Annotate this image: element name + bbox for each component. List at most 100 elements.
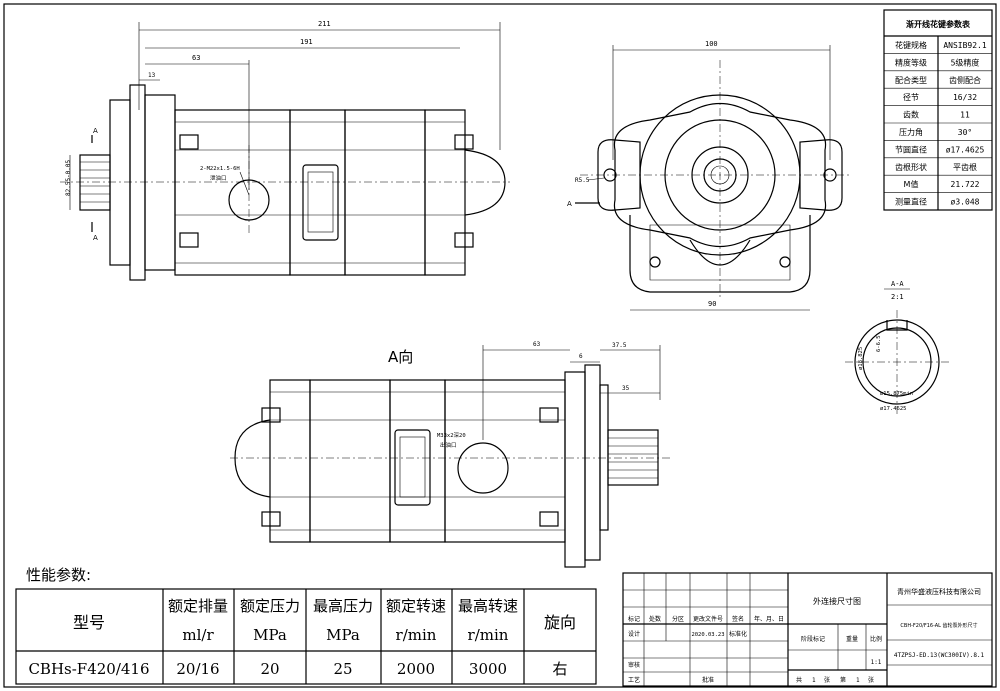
tb-total: 共: [796, 676, 802, 684]
tb-designer: 设计: [628, 630, 640, 638]
tb-approve: 批准: [702, 676, 714, 684]
spline-param-value: 平齿根: [953, 162, 977, 172]
tb-scale-val: 1:1: [871, 659, 882, 666]
tb-process: 工艺: [628, 676, 640, 684]
sheet-border: [3, 3, 997, 688]
tb-scale: 比例: [870, 635, 882, 643]
dim-b37: 37.5: [612, 342, 627, 349]
end-view: 100 R5.5 A 90: [567, 40, 850, 311]
port-bottom-sub: 出油口: [440, 441, 457, 449]
spline-param-value: 5级精度: [951, 57, 980, 67]
dim-b63: 63: [533, 341, 541, 348]
spline-param-key: 花键规格: [895, 40, 927, 50]
tb-drawing-name: 外连接尺寸图: [813, 596, 861, 606]
section-d2: ø17.4625: [880, 406, 907, 412]
spline-param-key: M值: [904, 179, 919, 189]
section-side1: ø18.825: [858, 347, 864, 370]
tb-company: 青州华盛液压科技有限公司: [897, 587, 981, 596]
perf-h-p2: 最高压力: [313, 597, 373, 615]
perf-s1: 2000: [397, 660, 435, 678]
section-title: A-A: [891, 280, 904, 288]
tb-h6: 年、月、日: [754, 615, 784, 623]
spline-param-key: 测量直径: [895, 197, 927, 207]
perf-h-s1: 额定转速: [386, 597, 446, 615]
perf-h-s2: 最高转速: [458, 597, 518, 615]
dim-13: 13: [148, 72, 156, 79]
perf-h-model: 型号: [73, 613, 105, 632]
spline-param-value: 11: [960, 111, 970, 120]
view-label-a: A向: [388, 348, 413, 366]
section-aa: A-A 2:1 ø15.875min ø17.4625 ø18.825 6-6.…: [845, 280, 950, 415]
perf-u-s2: r/min: [468, 626, 509, 644]
tb-stage: 阶段标记: [801, 635, 825, 643]
spline-table-title: 渐开线花键参数表: [906, 19, 971, 29]
tb-weight: 重量: [846, 635, 858, 643]
dim-b35: 35: [622, 385, 630, 392]
tb-total-n: 1: [812, 677, 816, 684]
tb-part-name: CBH-F20/F16-AL 齿轮泵外形尺寸: [900, 622, 977, 629]
tb-date: 2020.03.23: [691, 632, 724, 638]
tb-h2: 处数: [649, 615, 661, 623]
dim-191: 191: [300, 38, 313, 46]
perf-u-p2: MPa: [326, 626, 360, 644]
perf-h-rot: 旋向: [544, 613, 576, 632]
perf-p1: 20: [260, 660, 279, 678]
spline-param-value: ø17.4625: [946, 145, 985, 154]
port-top-label: 2-M22x1.5-6H: [200, 166, 240, 172]
spline-param-key: 径节: [903, 92, 919, 102]
section-scale: 2:1: [891, 293, 904, 301]
section-mark-a-bottom: A: [93, 234, 98, 242]
tb-page-lbl: 第: [840, 676, 846, 684]
perf-model: CBHs-F420/416: [28, 660, 149, 678]
perf-table: 型号 额定排量 ml/r 额定压力 MPa 最高压力 MPa 额定转速 r/mi…: [15, 588, 597, 685]
dim-90: 90: [708, 300, 716, 308]
spline-param-key: 精度等级: [895, 57, 927, 67]
tb-h1: 标记: [628, 615, 640, 623]
title-block: 标记 处数 分区 更改文件号 签名 年、月、日 设计 2020.03.23 标准…: [622, 572, 993, 687]
dim-100: 100: [705, 40, 718, 48]
perf-h-disp: 额定排量: [168, 597, 228, 615]
dim-r55: R5.5: [575, 177, 590, 184]
spline-param-value: 21.722: [951, 180, 980, 189]
perf-u-disp: ml/r: [182, 626, 214, 644]
perf-rot: 右: [552, 660, 567, 678]
tb-h4: 更改文件号: [693, 615, 723, 623]
dim-63: 63: [192, 54, 200, 62]
view-arrow-a: A: [567, 200, 572, 208]
tb-page-sfx: 张: [868, 676, 874, 684]
spline-param-key: 节圆直径: [895, 144, 927, 154]
tb-sheet-lbl: 张: [824, 676, 830, 684]
section-d1: ø15.875min: [880, 391, 913, 397]
spline-param-key: 配合类型: [895, 75, 927, 85]
tb-h3: 分区: [672, 615, 684, 623]
perf-h-p1: 额定压力: [240, 597, 300, 615]
section-mark-a-top: A: [93, 127, 98, 135]
port-top-sub: 泄油口: [210, 174, 227, 182]
tb-std: 标准化: [729, 630, 747, 638]
perf-title: 性能参数:: [26, 566, 91, 584]
dim-b6: 6: [579, 353, 583, 360]
spline-param-value: ø3.048: [951, 198, 980, 207]
dim-211: 211: [318, 20, 331, 28]
spline-param-value: 30°: [958, 128, 972, 137]
spline-param-value: 16/32: [953, 93, 977, 102]
dim-82: 82.55-0.05: [65, 159, 72, 196]
spline-param-table: 渐开线花键参数表: [883, 9, 993, 211]
tb-h5: 签名: [732, 615, 744, 623]
spline-param-value: ANSIB92.1: [943, 41, 987, 50]
perf-s2: 3000: [469, 660, 507, 678]
spline-param-value: 齿侧配合: [949, 75, 981, 85]
port-bottom-label: M33x2深20: [437, 431, 466, 439]
perf-p2: 25: [333, 660, 352, 678]
perf-u-p1: MPa: [253, 626, 287, 644]
tb-drawing-no: 4TZPSJ-ED.13(WC300IV).8.1: [894, 652, 985, 659]
a-view: 63 6 37.5 35: [230, 341, 670, 568]
perf-disp: 20/16: [176, 660, 219, 678]
tb-review: 审核: [628, 661, 640, 669]
perf-u-s1: r/min: [396, 626, 437, 644]
section-side2: 6-6.5: [876, 335, 882, 352]
front-view: 211 191 63 13 82.55-0.05 A A: [60, 20, 510, 281]
